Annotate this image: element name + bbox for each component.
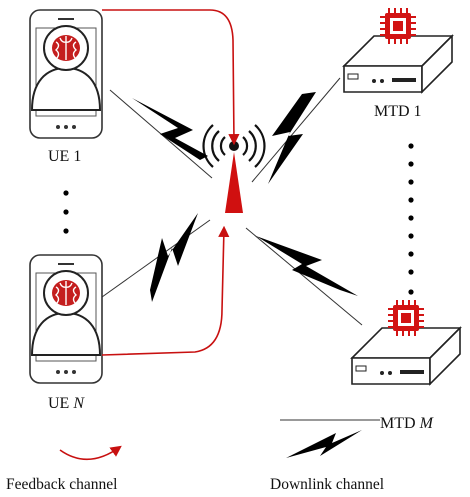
ueN-label-prefix: UE: [48, 395, 74, 412]
ueN-label: UE N: [48, 395, 84, 413]
lightning-bolt-icon: [132, 98, 208, 160]
lightning-bolt-icon: [150, 213, 198, 302]
ueN-phone-icon: [29, 254, 103, 384]
ue1-phone-icon: [29, 9, 103, 139]
mtdM-router-icon: [351, 299, 461, 385]
mtdM-label-prefix: MTD: [380, 415, 420, 432]
feedback-arrows: [59, 9, 240, 461]
lightning-bolt-icon: [286, 430, 362, 458]
mtdM-label: MTD M: [380, 415, 433, 433]
mtdM-label-var: M: [419, 415, 433, 432]
link-lines: [94, 77, 380, 421]
downlink-bolts: [132, 92, 362, 458]
legend-feedback-label: Feedback channel: [6, 476, 118, 493]
lightning-bolt-icon: [268, 92, 316, 184]
mtd1-router-icon: [343, 7, 453, 93]
ellipsis-dots: [63, 143, 414, 295]
lightning-bolt-icon: [256, 236, 358, 296]
ue1-label: UE 1: [48, 148, 82, 165]
mtd1-label: MTD 1: [374, 103, 422, 120]
legend-downlink-label: Downlink channel: [270, 476, 385, 493]
ueN-label-var: N: [73, 395, 84, 412]
